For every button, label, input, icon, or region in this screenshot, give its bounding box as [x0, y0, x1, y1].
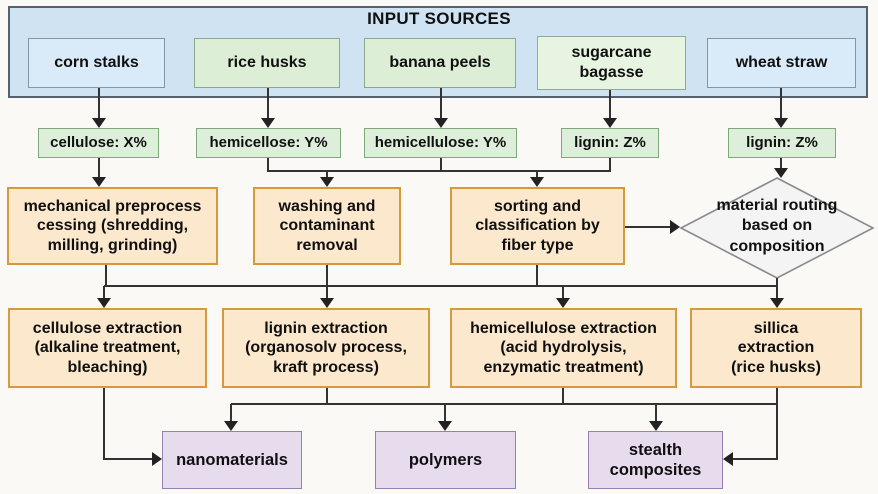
composition-hemicellulose: hemicellulose: Y% [364, 128, 517, 158]
arrowhead-down [320, 298, 334, 308]
connector-line [267, 158, 269, 172]
arrowhead-down [97, 298, 111, 308]
composition-label: cellulose: X% [50, 133, 147, 151]
connector-line [609, 158, 611, 172]
output-label: polymers [408, 450, 483, 469]
arrowhead-left [723, 452, 733, 466]
arrowhead-down [261, 118, 275, 128]
extraction-lignin: lignin extraction (organosolv process, k… [222, 308, 430, 388]
connector-line [444, 404, 446, 422]
composition-hemicellose: hemicellose: Y% [196, 128, 341, 158]
output-stealth-composites: stealth composites [588, 431, 723, 489]
arrowhead-down [92, 118, 106, 128]
source-box-sugarcane-bagasse: sugarcane bagasse [537, 36, 686, 90]
arrowhead-down [556, 298, 570, 308]
source-label: corn stalks [54, 54, 139, 72]
connector-line [326, 265, 328, 287]
connector-line [776, 278, 778, 287]
connector-line [326, 388, 328, 405]
output-label: nanomaterials [176, 450, 288, 469]
connector-line [780, 158, 782, 170]
connector-bus [104, 285, 778, 287]
arrowhead-down [434, 118, 448, 128]
connector-line [267, 88, 269, 119]
composition-cellulose: cellulose: X% [38, 128, 159, 158]
connector-line [326, 171, 328, 179]
output-label: stealth composites [609, 440, 702, 479]
composition-label: hemicellulose: Y% [374, 133, 507, 151]
process-label: sorting and classification by fiber type [475, 197, 600, 254]
connector-line [780, 88, 782, 119]
routing-diamond-label: material routing based on composition [716, 197, 838, 255]
connector-line [609, 90, 611, 119]
arrowhead-down [770, 298, 784, 308]
composition-label: lignin: Z% [574, 133, 646, 151]
source-box-wheat-straw: wheat straw [707, 38, 856, 88]
arrowhead-down [649, 421, 663, 431]
process-mechanical-preprocessing: mechanical preprocess cessing (shredding… [7, 187, 218, 265]
connector-line [103, 458, 153, 460]
extraction-label: cellulose extraction (alkaline treatment… [32, 319, 183, 376]
arrowhead-down [438, 421, 452, 431]
banner-title: INPUT SOURCES [367, 9, 511, 28]
connector-line [103, 286, 105, 299]
arrowhead-down [92, 177, 106, 187]
process-label: washing and contaminant removal [278, 197, 376, 254]
connector-bus [231, 403, 777, 405]
connector-line [536, 265, 538, 287]
source-label: rice husks [227, 54, 307, 72]
connector-line [562, 388, 564, 405]
composition-lignin-bagasse: lignin: Z% [561, 128, 659, 158]
process-washing-removal: washing and contaminant removal [253, 187, 401, 265]
connector-line [98, 88, 100, 119]
source-box-banana-peels: banana peels [364, 38, 516, 88]
arrowhead-down [603, 118, 617, 128]
composition-label: hemicellose: Y% [209, 133, 328, 151]
composition-lignin-wheat: lignin: Z% [728, 128, 836, 158]
arrowhead-right [152, 452, 162, 466]
source-label: sugarcane bagasse [571, 44, 652, 81]
connector-line [230, 404, 232, 422]
extraction-label: sillica extraction (rice husks) [731, 319, 821, 376]
connector-line [655, 404, 657, 422]
extraction-hemicellulose: hemicellulose extraction (acid hydrolysi… [450, 308, 677, 388]
connector-line [733, 458, 778, 460]
output-nanomaterials: nanomaterials [162, 431, 302, 489]
source-box-corn-stalks: corn stalks [28, 38, 165, 88]
extraction-label: lignin extraction (organosolv process, k… [245, 319, 407, 376]
arrowhead-down [320, 177, 334, 187]
composition-label: lignin: Z% [746, 133, 818, 151]
connector-line [440, 158, 442, 172]
extraction-label: hemicellulose extraction (acid hydrolysi… [470, 319, 657, 376]
connector-line [440, 88, 442, 119]
connector-line [103, 388, 105, 460]
connector-line [98, 158, 100, 178]
extraction-cellulose: cellulose extraction (alkaline treatment… [8, 308, 207, 388]
extraction-sillica: sillica extraction (rice husks) [690, 308, 862, 388]
connector-line [326, 286, 328, 299]
arrowhead-down [224, 421, 238, 431]
connector-line [776, 286, 778, 299]
connector-line [536, 171, 538, 179]
connector-line [105, 265, 107, 287]
arrowhead-down [774, 168, 788, 178]
source-label: banana peels [389, 54, 491, 72]
connector-bus [267, 170, 611, 172]
process-sorting-classification: sorting and classification by fiber type [450, 187, 625, 265]
arrowhead-down [774, 118, 788, 128]
connector-line [625, 226, 671, 228]
arrowhead-down [530, 177, 544, 187]
source-box-rice-husks: rice husks [194, 38, 340, 88]
connector-line [562, 286, 564, 299]
process-label: mechanical preprocess cessing (shredding… [23, 197, 202, 254]
output-polymers: polymers [375, 431, 516, 489]
source-label: wheat straw [735, 54, 828, 72]
arrowhead-right [670, 220, 680, 234]
connector-line [776, 388, 778, 460]
